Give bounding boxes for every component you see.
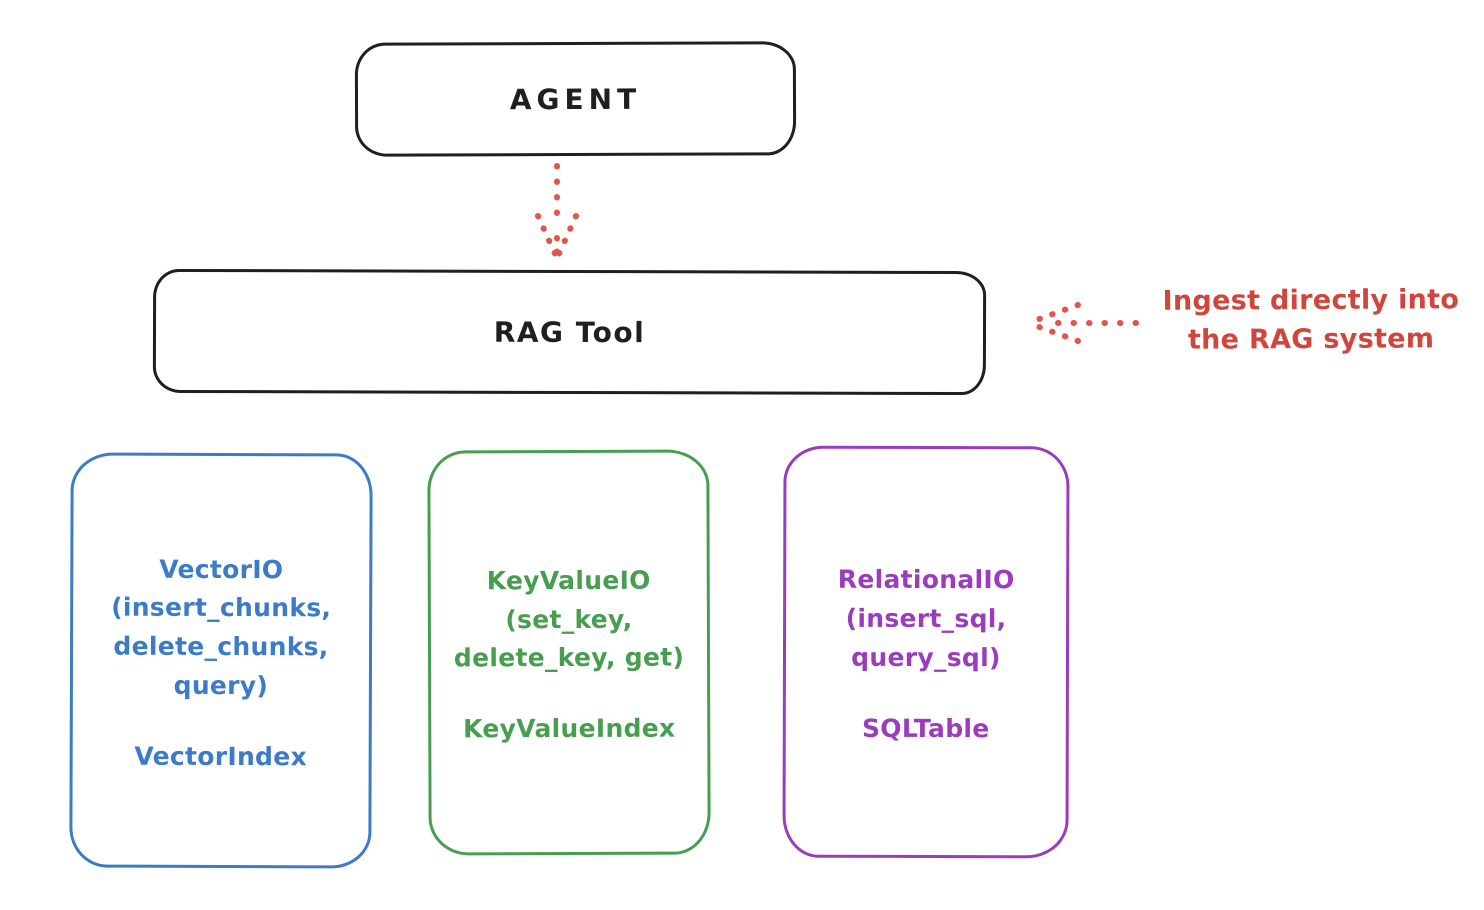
vector-io-title: VectorIO (insert_chunks, delete_chunks, … (111, 554, 332, 700)
relational-io-title: RelationalIO (insert_sql, query_sql) (837, 565, 1015, 673)
storage-box-vector-io: VectorIO (insert_chunks, delete_chunks, … (69, 452, 373, 869)
rag-tool-box: RAG Tool (152, 268, 987, 396)
arrowhead-bottom-edge (1025, 320, 1081, 344)
vector-index-label: VectorIndex (134, 741, 308, 771)
agent-box: AGENT (354, 41, 797, 157)
storage-box-keyvalue-io: KeyValueIO (set_key, delete_key, get) Ke… (427, 449, 711, 856)
storage-box-relational-io: RelationalIO (insert_sql, query_sql) SQL… (782, 445, 1070, 859)
arrowhead-left-edge (535, 213, 559, 259)
ingest-annotation: Ingest directly into the RAG system (1162, 284, 1460, 356)
sql-table-label: SQLTable (861, 713, 990, 743)
arrowhead-top-edge (1025, 302, 1081, 326)
agent-label: AGENT (509, 82, 642, 116)
rag-tool-label: RAG Tool (493, 315, 646, 349)
keyvalue-index-label: KeyValueIndex (463, 713, 676, 744)
keyvalue-io-title: KeyValueIO (set_key, delete_key, get) (453, 565, 685, 673)
arrowhead-right-edge (555, 213, 579, 259)
annotation-to-rag-dotted-arrow-icon (1025, 302, 1139, 344)
agent-to-rag-dotted-arrow-icon (535, 163, 579, 259)
